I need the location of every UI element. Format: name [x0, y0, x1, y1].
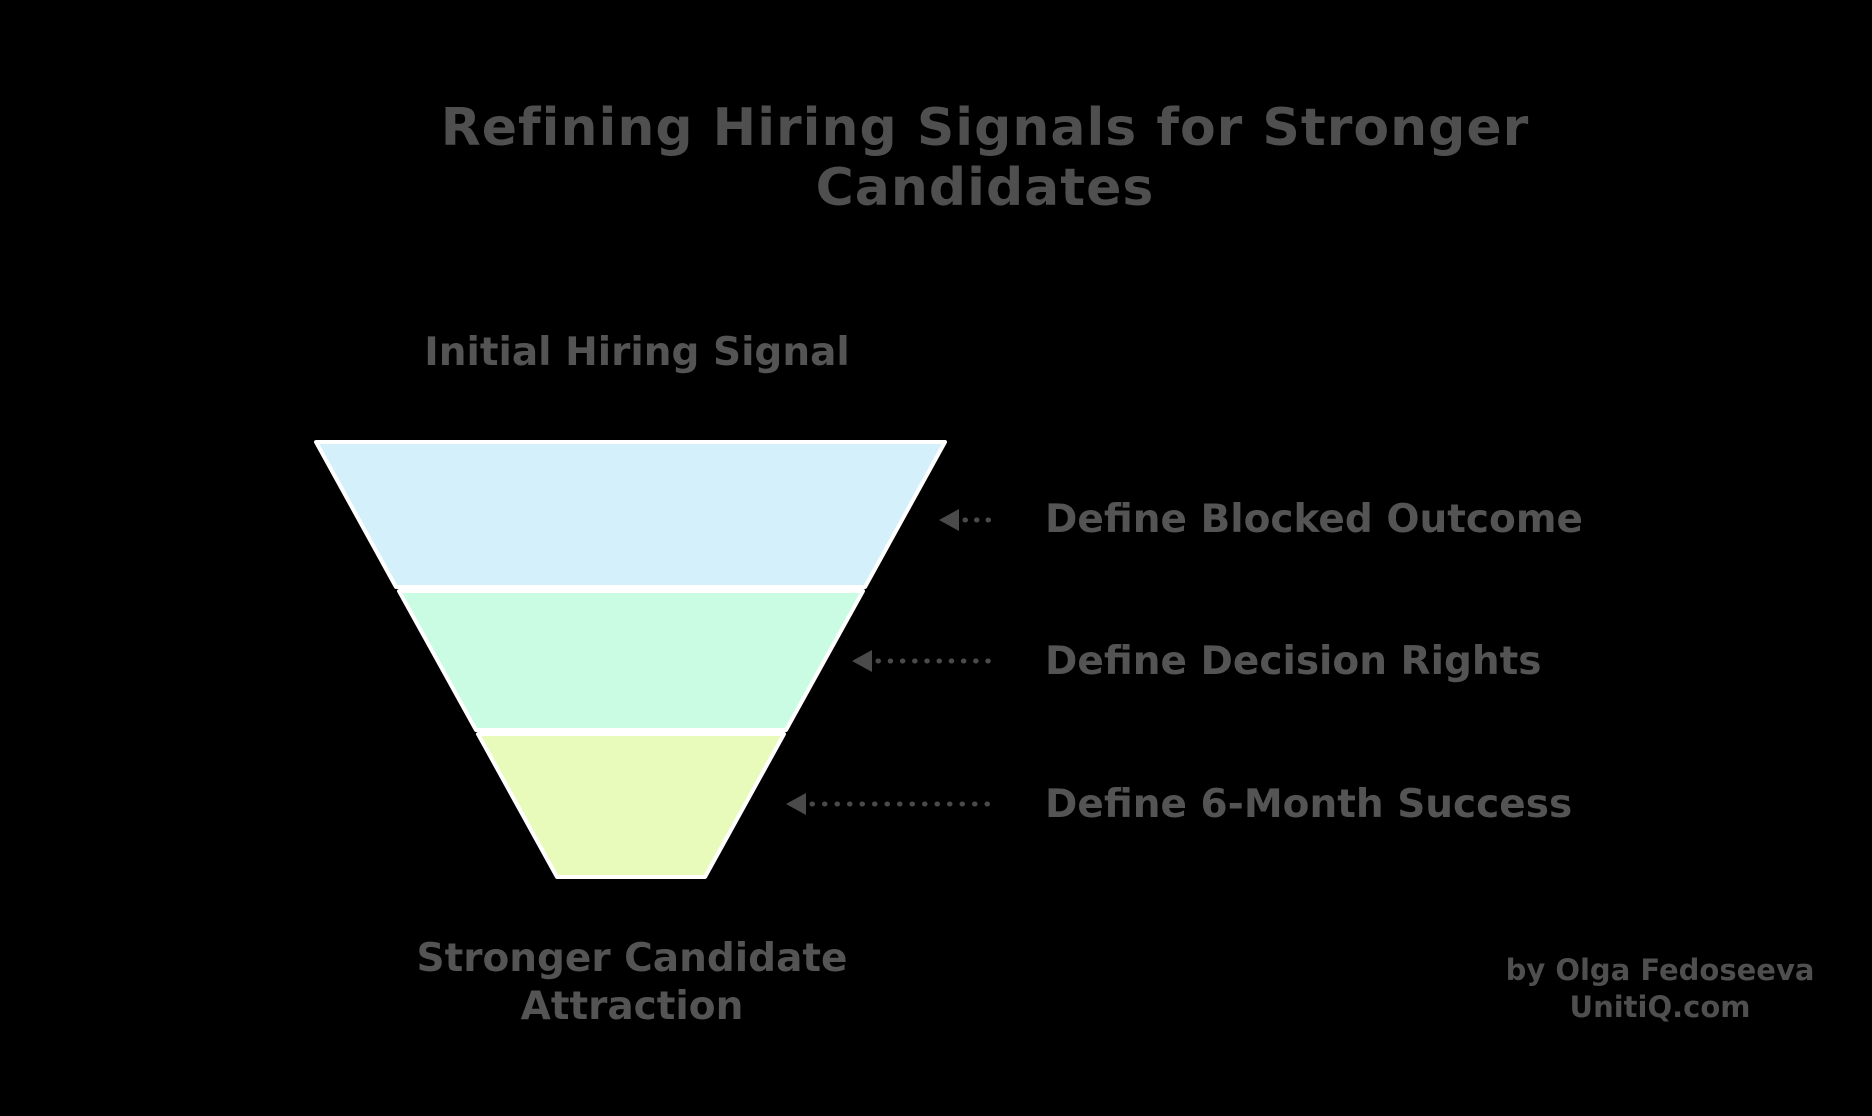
page-title: Refining Hiring Signals for Stronger Can…	[440, 98, 1530, 218]
credit-website: UnitiQ.com	[1569, 990, 1751, 1025]
arrowhead-icon	[786, 793, 806, 815]
arrowhead-icon	[939, 509, 959, 531]
funnel-top-label: Initial Hiring Signal	[424, 330, 850, 375]
arrow-to-stage-2	[852, 650, 998, 672]
funnel-chart	[314, 440, 947, 879]
stage-label-1: Define Blocked Outcome	[1045, 496, 1583, 542]
arrow-to-stage-1	[939, 509, 998, 531]
stage-label-2: Define Decision Rights	[1045, 638, 1542, 684]
funnel-stage-1-shape	[314, 440, 947, 589]
funnel-bottom-label-line2: Attraction	[520, 983, 744, 1029]
arrow-to-stage-3	[786, 793, 1000, 815]
credit: by Olga Fedoseeva UnitiQ.com	[1450, 952, 1870, 1026]
funnel-bottom-label: Stronger Candidate Attraction	[332, 935, 932, 1030]
funnel-bottom-label-line1: Stronger Candidate	[416, 936, 848, 981]
funnel-stage-3-shape	[476, 732, 786, 879]
stage-label-3: Define 6-Month Success	[1045, 781, 1573, 827]
funnel-stage-2-shape	[397, 589, 865, 732]
arrowhead-icon	[852, 650, 872, 672]
credit-author: by Olga Fedoseeva	[1505, 953, 1815, 987]
